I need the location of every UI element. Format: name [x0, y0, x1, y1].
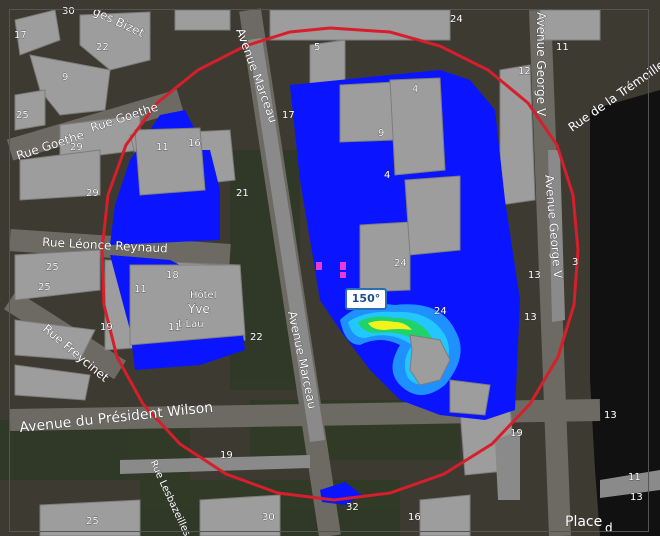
building-number-29: 29 — [86, 188, 99, 199]
building-number-13: 13 — [524, 312, 537, 323]
coverage-heatmap — [110, 70, 520, 505]
building-number-24: 24 — [394, 258, 407, 269]
building-number-17: 17 — [282, 110, 295, 121]
hotel-label-1: Hôtel — [190, 289, 217, 301]
building-number-24: 24 — [450, 14, 463, 25]
antenna-angle-label[interactable]: 150° — [345, 288, 387, 310]
building-number-21: 21 — [236, 188, 249, 199]
dark-building-block — [590, 90, 660, 536]
building-number-19: 19 — [100, 322, 113, 333]
building-number-18: 18 — [166, 270, 179, 281]
coverage-green-zone — [358, 316, 436, 368]
coverage-magenta-spot-2 — [340, 262, 346, 270]
building-number-30: 30 — [62, 6, 75, 17]
building-number-30: 30 — [262, 512, 275, 523]
building-number-22: 22 — [96, 42, 109, 53]
coverage-radius-circle[interactable] — [100, 26, 580, 502]
building-number-32: 32 — [346, 502, 359, 513]
street-label-george-v-top: Avenue George V — [534, 12, 548, 117]
coverage-magenta-spot-1 — [316, 262, 322, 270]
building-number-11: 11 — [134, 284, 147, 295]
building-number-4: 4 — [384, 170, 390, 181]
coverage-magenta-spot-3 — [340, 272, 346, 278]
building-number-16: 16 — [188, 138, 201, 149]
building-number-3: 3 — [572, 257, 578, 268]
building-number-11: 11 — [556, 42, 569, 53]
building-number-19: 19 — [510, 428, 523, 439]
building-number-29: 29 — [70, 142, 83, 153]
building-number-25: 25 — [46, 262, 59, 273]
building-number-11: 11 — [156, 142, 169, 153]
buildings-over-coverage — [129, 77, 491, 416]
street-label-place: Place — [565, 514, 602, 530]
building-number-17: 17 — [14, 30, 27, 41]
building-numbers: 30 17 22 9 25 29 11 16 29 21 25 25 18 11 19 11 22 19 5 17 4 9… — [14, 6, 643, 528]
building-number-24: 24 — [434, 306, 447, 317]
building-number-9: 9 — [378, 128, 384, 139]
building-number-22: 22 — [250, 332, 263, 343]
building-number-25: 25 — [38, 282, 51, 293]
building-number-13: 13 — [604, 410, 617, 421]
hotel-label-3: t-Lau — [178, 319, 204, 330]
building-number-12: 12 — [518, 66, 531, 77]
building-number-5: 5 — [314, 42, 320, 53]
building-number-25: 25 — [86, 516, 99, 527]
building-number-11: 11 — [168, 322, 181, 333]
coverage-yellow-zone — [368, 320, 412, 330]
hotel-label-2: Yve — [187, 302, 210, 316]
road-overlays — [120, 38, 660, 500]
building-number-4: 4 — [412, 84, 418, 95]
street-label-place-d: d — [605, 521, 613, 535]
building-number-25: 25 — [16, 110, 29, 121]
street-label-leonce-reynaud: Rue Léonce Reynaud — [42, 235, 168, 256]
courtyard-building — [409, 334, 451, 386]
building-number-9: 9 — [62, 72, 68, 83]
building-number-13: 13 — [528, 270, 541, 281]
building-number-19: 19 — [220, 450, 233, 461]
building-number-16: 16 — [408, 512, 421, 523]
building-number-11: 11 — [628, 472, 641, 483]
building-number-13: 13 — [630, 492, 643, 503]
